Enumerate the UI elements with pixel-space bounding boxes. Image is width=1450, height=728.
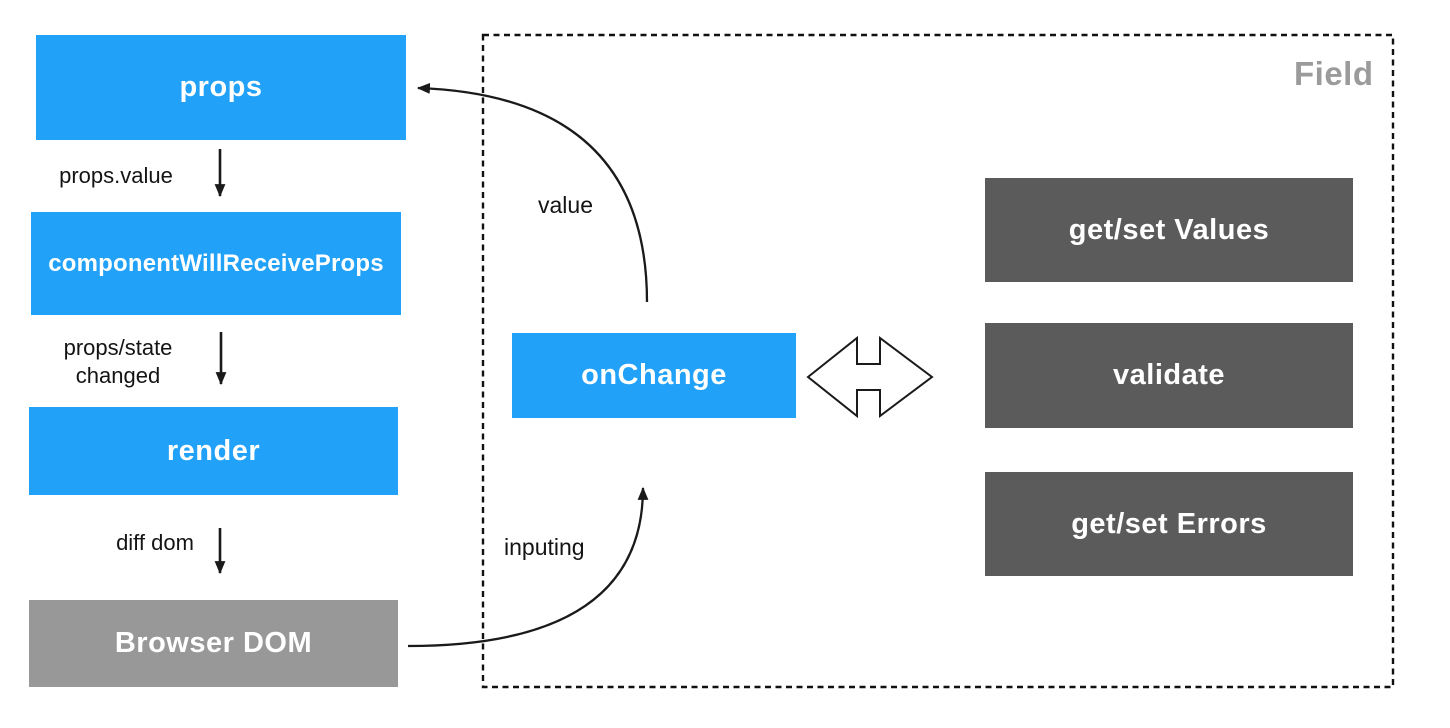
node-cwrp-label: componentWillReceiveProps	[48, 249, 384, 277]
node-props: props	[36, 35, 406, 140]
node-onchange: onChange	[512, 333, 796, 418]
value-curve-arrow	[416, 83, 649, 303]
edge-label-props-value: props.value	[59, 163, 173, 188]
field-panel-title: Field	[1294, 55, 1374, 92]
node-onchange-label: onChange	[581, 359, 727, 391]
node-render: render	[29, 407, 398, 495]
node-validate-label: validate	[1113, 359, 1225, 391]
node-get-set-errors-label: get/set Errors	[1071, 507, 1267, 540]
node-component-will-receive-props: componentWillReceiveProps	[31, 212, 401, 315]
flow-label-inputing: inputing	[504, 534, 585, 560]
node-props-label: props	[179, 71, 263, 103]
edge-label-props-state-changed: props/state changed	[63, 335, 173, 388]
node-get-set-values-label: get/set Values	[1068, 213, 1270, 246]
flow-label-value: value	[538, 192, 593, 218]
double-arrow-icon	[806, 335, 934, 419]
node-get-set-errors: get/set Errors	[985, 472, 1353, 576]
edge-label-diff-dom: diff dom	[116, 530, 194, 555]
node-get-set-values: get/set Values	[985, 178, 1353, 282]
node-render-label: render	[166, 434, 261, 467]
node-browser-dom-label: Browser DOM	[114, 627, 313, 659]
node-validate: validate	[985, 323, 1353, 428]
inputing-curve-arrow	[407, 486, 649, 648]
node-browser-dom: Browser DOM	[29, 600, 398, 687]
